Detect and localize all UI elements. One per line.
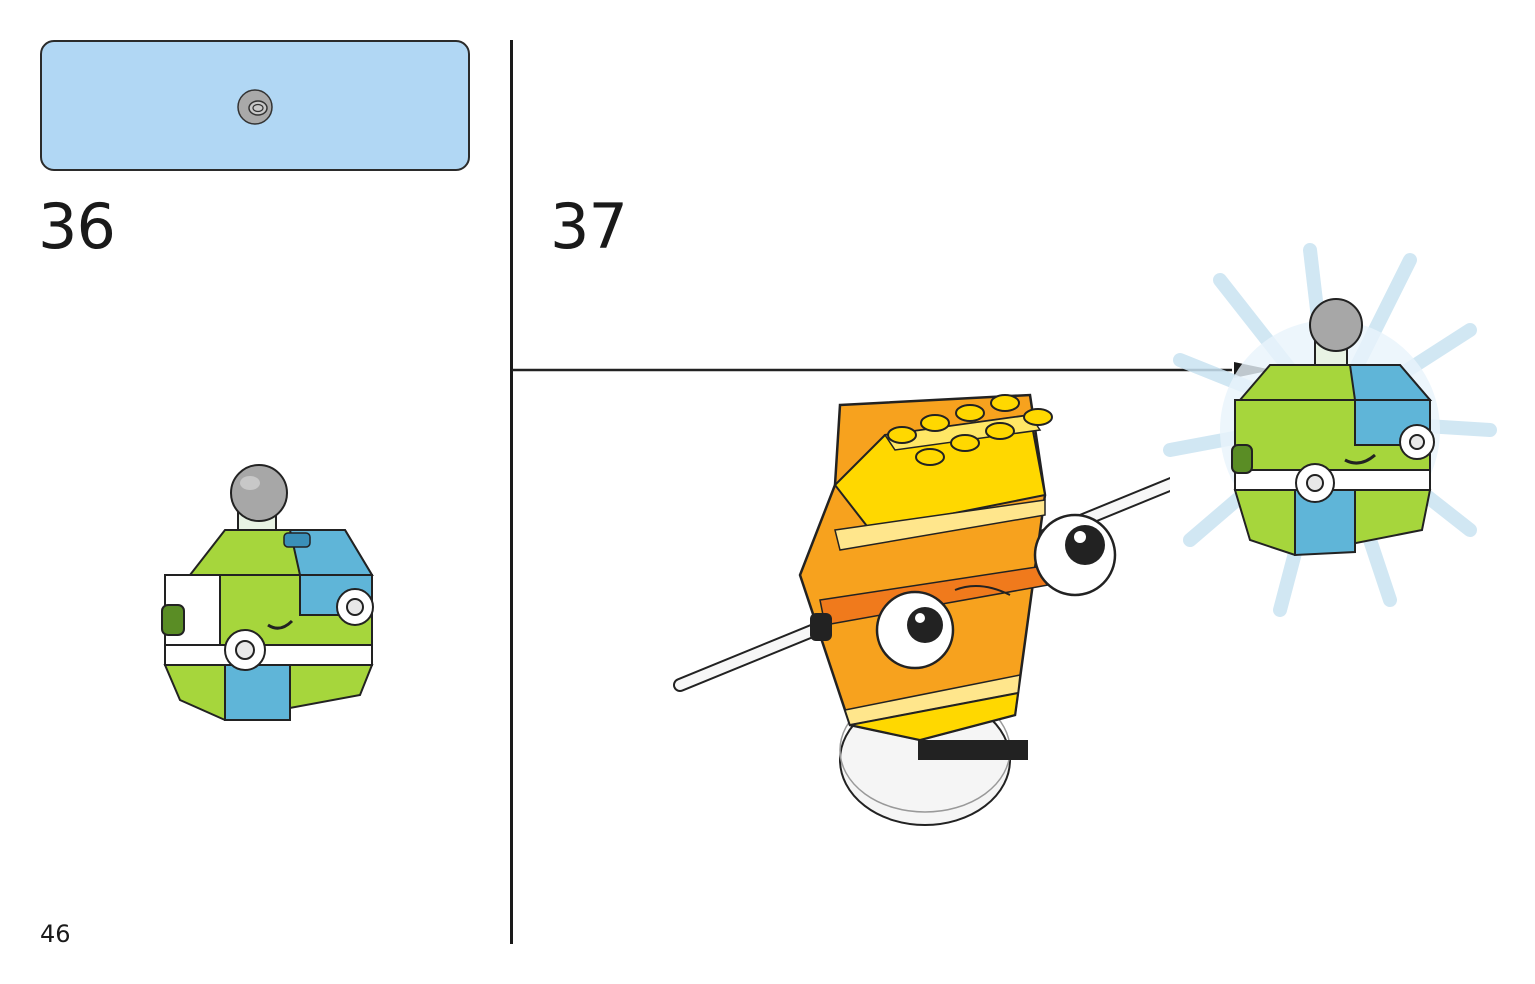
step-number-37: 37 (550, 190, 628, 263)
page-number: 46 (40, 920, 71, 948)
step-number-36: 36 (38, 190, 116, 263)
parts-callout-box (40, 40, 470, 171)
panel-divider (510, 40, 513, 944)
step-37-sun-illustration (673, 393, 1170, 826)
light-grey-round-plate-icon (237, 89, 273, 125)
step-36-model-illustration (161, 464, 374, 722)
step-37-glowing-planet-illustration (1163, 243, 1497, 617)
